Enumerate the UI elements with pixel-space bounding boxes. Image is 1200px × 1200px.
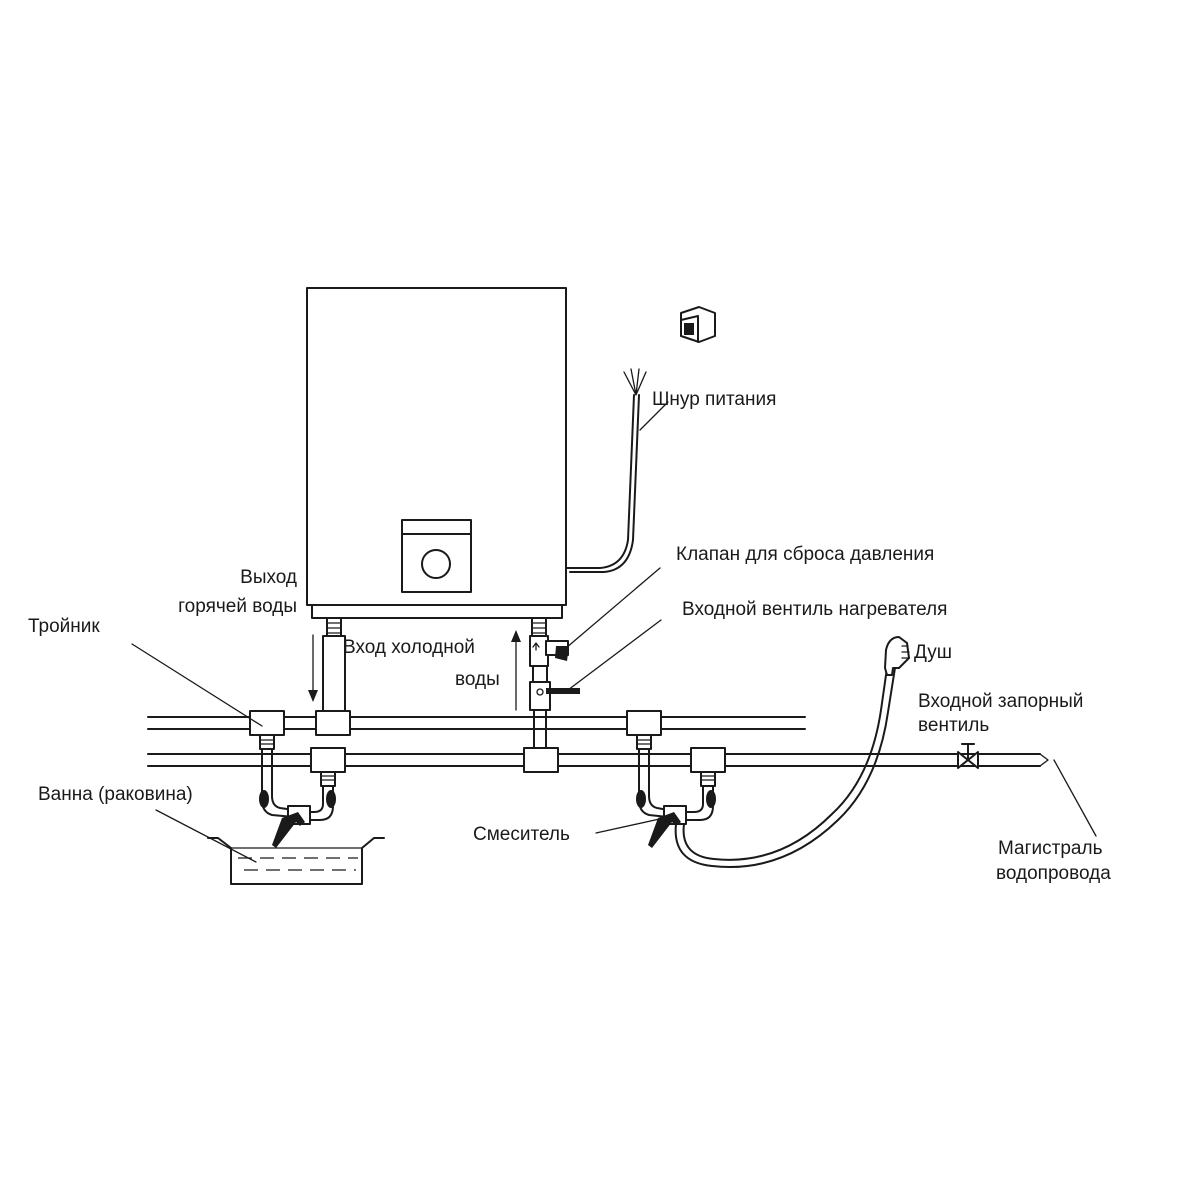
bathtub (207, 837, 385, 885)
hot-outlet-label-line2: горячей воды (178, 596, 297, 617)
mixer-label: Смеситель (473, 824, 570, 845)
shower-head (884, 636, 910, 676)
shower-mixer (636, 734, 716, 848)
shutoff-valve-label-line1: Входной запорный (918, 691, 1083, 712)
water-main-label-line2: водопровода (996, 863, 1111, 884)
pressure-relief-valve (532, 640, 569, 661)
cold-inlet-label-line2: воды (455, 669, 500, 690)
relief-valve-label: Клапан для сброса давления (676, 544, 934, 565)
shower-hose (674, 667, 896, 868)
cold-inlet-label-line1: Вход холодной (343, 637, 475, 658)
power-socket (680, 306, 716, 343)
bath-mixer (259, 734, 336, 848)
bath-label: Ванна (раковина) (38, 784, 193, 805)
shutoff-valve-label-line2: вентиль (918, 715, 989, 736)
shower-label: Душ (914, 642, 952, 663)
water-main-label-line1: Магистраль (998, 838, 1103, 859)
cold-water-line (147, 753, 1049, 767)
leader-lines (131, 567, 1097, 863)
power-cord-label: Шнур питания (652, 389, 776, 410)
heater-inlet-valve (529, 665, 580, 757)
inlet-valve-label: Входной вентиль нагревателя (682, 599, 947, 620)
hot-outlet-label-line1: Выход (240, 567, 297, 588)
power-cord (565, 368, 669, 573)
control-panel (401, 519, 472, 593)
inlet-shutoff-valve (957, 743, 979, 769)
hot-water-line (147, 716, 806, 730)
tee-label: Тройник (28, 616, 100, 637)
hot-water-outlet-pipe (308, 617, 346, 719)
tee-fittings (249, 710, 726, 773)
